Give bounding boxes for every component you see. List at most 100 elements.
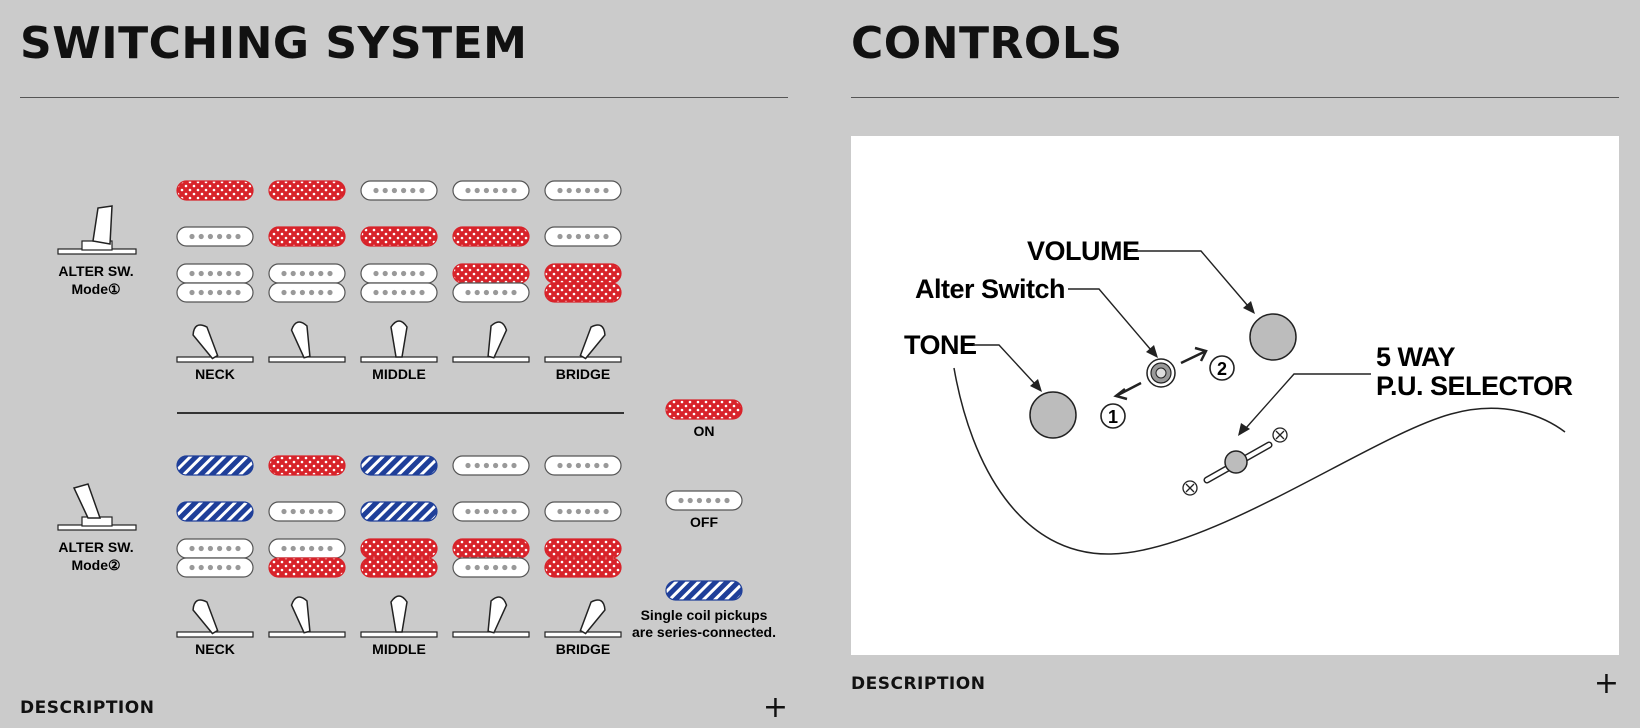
title-divider-right bbox=[851, 97, 1619, 98]
pickup-mode1-r4-c2 bbox=[268, 282, 346, 303]
mode1-selector-icon-5 bbox=[544, 324, 622, 363]
alter-switch[interactable] bbox=[1146, 358, 1176, 388]
alter-switch-arrows bbox=[1113, 346, 1208, 401]
title-divider-left bbox=[20, 97, 788, 98]
legend-off-label: OFF bbox=[690, 514, 718, 530]
mode2-selector-icon-4 bbox=[452, 596, 530, 638]
expand-plus-icon[interactable]: + bbox=[762, 690, 788, 725]
mode1-selector-icon-3 bbox=[360, 320, 438, 363]
legend-off-swatch bbox=[665, 490, 743, 511]
pickup-mode1-r1-c2 bbox=[268, 180, 346, 201]
pickup-mode2-r3-c1 bbox=[176, 538, 254, 559]
alter-switch-leader bbox=[1068, 288, 1152, 351]
mode2-pickup-grid bbox=[176, 455, 622, 578]
alter-switch-mode2-icon bbox=[57, 483, 137, 531]
pickup-mode1-r3-c4 bbox=[452, 263, 530, 284]
alter-switch-mode1-icon bbox=[57, 205, 137, 255]
pickup-mode1-r1-c1 bbox=[176, 180, 254, 201]
mode1-selector-icon-2 bbox=[268, 321, 346, 363]
pickup-mode1-r4-c3 bbox=[360, 282, 438, 303]
pickup-mode1-r4-c1 bbox=[176, 282, 254, 303]
legend-on-label: ON bbox=[694, 423, 715, 439]
pickup-mode1-r2-c4 bbox=[452, 226, 530, 247]
pickup-mode2-r2-c1 bbox=[176, 501, 254, 522]
pickup-mode1-r1-c3 bbox=[360, 180, 438, 201]
svg-text:2: 2 bbox=[1217, 359, 1227, 379]
position-1-marker: 1 bbox=[1100, 403, 1126, 429]
mode1-position-label-5: BRIDGE bbox=[556, 366, 610, 382]
legend-series-line2: are series-connected. bbox=[632, 624, 776, 640]
pickup-mode2-r1-c4 bbox=[452, 455, 530, 476]
controls-diagram: VOLUME Alter Switch TONE 5 WAY P.U. SELE… bbox=[904, 236, 1573, 555]
pickup-mode2-r3-c4 bbox=[452, 538, 530, 559]
mode1-label-line2: Mode① bbox=[71, 281, 120, 297]
tone-knob[interactable] bbox=[1029, 391, 1077, 439]
pickup-mode2-r1-c1 bbox=[176, 455, 254, 476]
pickup-mode1-r1-c5 bbox=[544, 180, 622, 201]
pickup-mode2-r3-c5 bbox=[544, 538, 622, 559]
mode2-selector-icon-3 bbox=[360, 595, 438, 638]
mode1-selector-positions: NECK MIDDLE BRIDGE bbox=[176, 320, 622, 382]
pickup-mode2-r4-c2 bbox=[268, 557, 346, 578]
pickup-mode2-r2-c3 bbox=[360, 501, 438, 522]
mode2-position-label-5: BRIDGE bbox=[556, 641, 610, 657]
pickup-mode1-r3-c1 bbox=[176, 263, 254, 284]
mode2-position-label-3: MIDDLE bbox=[372, 641, 426, 657]
mode1-pickup-grid bbox=[176, 180, 622, 303]
position-2-marker: 2 bbox=[1209, 355, 1235, 381]
pickup-mode1-r3-c2 bbox=[268, 263, 346, 284]
pickup-mode2-r1-c5 bbox=[544, 455, 622, 476]
pickup-mode1-r2-c1 bbox=[176, 226, 254, 247]
pickup-mode1-r3-c5 bbox=[544, 263, 622, 284]
guitar-body-outline bbox=[953, 367, 1566, 555]
pickup-mode1-r2-c3 bbox=[360, 226, 438, 247]
pickup-mode1-r1-c4 bbox=[452, 180, 530, 201]
svg-text:1: 1 bbox=[1108, 407, 1118, 427]
mode2-selector-icon-1 bbox=[176, 599, 254, 638]
pickup-mode1-r4-c4 bbox=[452, 282, 530, 303]
selector-screw-icon bbox=[1182, 427, 1288, 496]
switching-system-title: SWITCHING SYSTEM bbox=[20, 18, 528, 69]
legend-series-swatch bbox=[665, 580, 743, 601]
controls-description-label: DESCRIPTION bbox=[851, 674, 986, 694]
mode1-position-label-3: MIDDLE bbox=[372, 366, 426, 382]
mode2-selector-icon-5 bbox=[544, 599, 622, 638]
pickup-mode1-r2-c5 bbox=[544, 226, 622, 247]
volume-label: VOLUME bbox=[1027, 236, 1140, 266]
switching-description-toggle[interactable]: DESCRIPTION + bbox=[20, 690, 788, 725]
legend-on-swatch bbox=[665, 399, 743, 420]
switching-system-diagram: ALTER SW. Mode① ALTER SW. Mode② NECK MIDD… bbox=[57, 180, 776, 657]
pickup-mode2-r4-c1 bbox=[176, 557, 254, 578]
mode2-label-line1: ALTER SW. bbox=[58, 539, 133, 555]
pickup-mode2-r2-c5 bbox=[544, 501, 622, 522]
selector-label-line2: P.U. SELECTOR bbox=[1376, 371, 1573, 401]
pickup-mode1-r2-c2 bbox=[268, 226, 346, 247]
tone-label: TONE bbox=[904, 330, 977, 360]
mode1-label-line1: ALTER SW. bbox=[58, 263, 133, 279]
pickup-mode1-r4-c5 bbox=[544, 282, 622, 303]
selector-leader bbox=[1245, 373, 1371, 429]
mode1-selector-icon-1 bbox=[176, 324, 254, 363]
mode1-selector-icon-4 bbox=[452, 321, 530, 363]
pickup-selector[interactable] bbox=[1203, 441, 1273, 484]
volume-leader bbox=[1131, 250, 1249, 307]
mode1-position-label-1: NECK bbox=[195, 366, 235, 382]
mode2-selector-icon-2 bbox=[268, 596, 346, 638]
pickup-mode2-r4-c5 bbox=[544, 557, 622, 578]
switching-description-label: DESCRIPTION bbox=[20, 698, 155, 718]
volume-knob[interactable] bbox=[1249, 313, 1297, 361]
pickup-mode1-r3-c3 bbox=[360, 263, 438, 284]
selector-label-line1: 5 WAY bbox=[1376, 342, 1456, 372]
mode2-position-label-1: NECK bbox=[195, 641, 235, 657]
pickup-mode2-r4-c4 bbox=[452, 557, 530, 578]
pickup-mode2-r4-c3 bbox=[360, 557, 438, 578]
mode2-selector-positions: NECK MIDDLE BRIDGE bbox=[176, 595, 622, 657]
controls-description-toggle[interactable]: DESCRIPTION + bbox=[851, 666, 1619, 701]
pickup-mode2-r2-c2 bbox=[268, 501, 346, 522]
tone-leader bbox=[973, 344, 1036, 385]
mode2-label-line2: Mode② bbox=[71, 557, 120, 573]
alter-switch-label: Alter Switch bbox=[915, 274, 1065, 304]
expand-plus-icon[interactable]: + bbox=[1593, 666, 1619, 701]
pickup-mode2-r3-c2 bbox=[268, 538, 346, 559]
legend-series-line1: Single coil pickups bbox=[641, 607, 768, 623]
